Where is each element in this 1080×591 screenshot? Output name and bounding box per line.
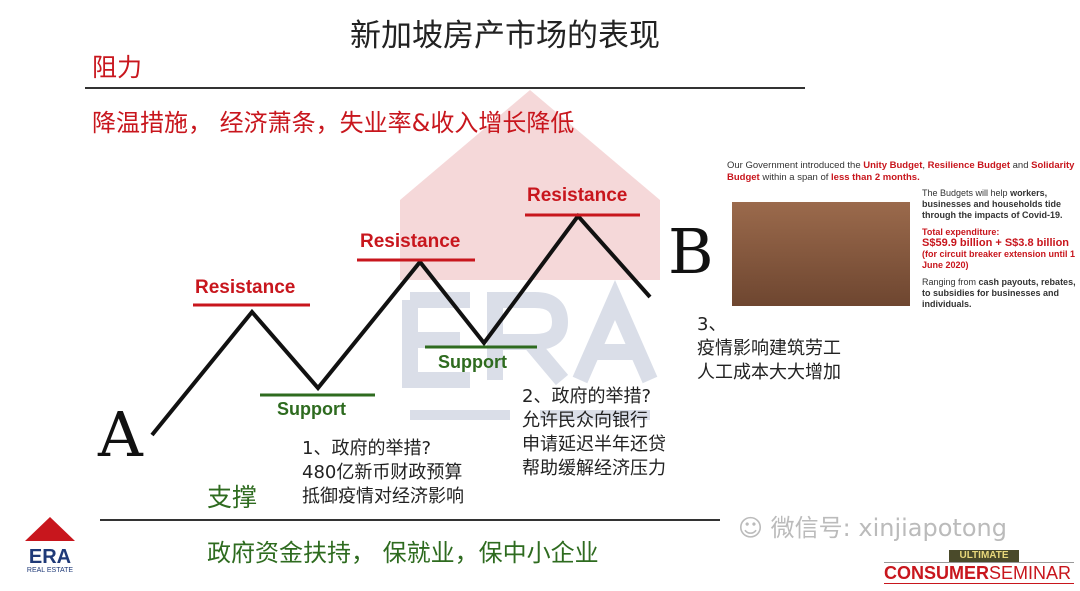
resistance-label-2: Resistance bbox=[360, 231, 461, 252]
inset-span: within a span of bbox=[759, 172, 832, 183]
budget-inset-image: Our Government introduced the Unity Budg… bbox=[727, 160, 1076, 309]
resistance-label-1: Resistance bbox=[195, 277, 296, 298]
divider-bottom bbox=[100, 519, 720, 521]
wechat-id: 微信号: xinjiapotong bbox=[770, 514, 1007, 542]
resistance-factors: 降温措施， 经济萧条，失业率&收入增长降低 bbox=[92, 109, 575, 137]
inset-ranging: Ranging from bbox=[922, 277, 979, 287]
consumer-seminar-logo: ULTIMATE CONSUMERSEMINAR bbox=[884, 550, 1074, 584]
era-logo-sub: REAL ESTATE bbox=[26, 567, 74, 574]
support-label-2: Support bbox=[438, 352, 507, 372]
resistance-label-3: Resistance bbox=[527, 185, 628, 206]
seminar-main: CONSUMER bbox=[884, 563, 990, 583]
inset-solidarity: Solidarity Budget bbox=[727, 160, 1075, 183]
minister-photo bbox=[732, 202, 910, 306]
seminar-top: ULTIMATE bbox=[949, 550, 1019, 562]
era-logo-house-icon bbox=[25, 517, 75, 541]
inset-and: and bbox=[1010, 160, 1032, 171]
inset-total-label: Total expenditure: bbox=[922, 227, 1000, 237]
wechat-watermark: ☺ 微信号: xinjiapotong bbox=[738, 514, 1007, 542]
inset-unity: Unity Budget bbox=[863, 160, 923, 171]
support-label-1: Support bbox=[277, 399, 346, 419]
inset-help-bold: workers, businesses and households tide … bbox=[922, 188, 1063, 220]
slide-title: 新加坡房产市场的表现 bbox=[350, 18, 660, 54]
watermark-sub-mark bbox=[410, 410, 650, 420]
seminar-tail: SEMINAR bbox=[989, 563, 1072, 583]
note-1: 1、政府的举措? 480亿新币财政预算 抵御疫情对经济影响 bbox=[302, 438, 464, 507]
resistance-heading: 阻力 bbox=[92, 53, 143, 82]
start-point-label: A bbox=[98, 398, 143, 471]
support-heading: 支撑 bbox=[207, 483, 258, 512]
inset-total-note: (for circuit breaker extension until 1 J… bbox=[922, 249, 1076, 270]
era-logo-brand: ERA bbox=[28, 546, 72, 568]
inset-intro: Our Government introduced the bbox=[727, 160, 864, 171]
inset-total-value: S$59.9 billion + S$3.8 billion bbox=[922, 237, 1070, 249]
note-3: 3、 疫情影响建筑劳工 人工成本大大增加 bbox=[697, 314, 841, 383]
support-factors: 政府资金扶持， 保就业，保中小企业 bbox=[207, 539, 599, 567]
divider-top bbox=[85, 87, 805, 89]
note-2: 2、政府的举措? 允许民众向银行 申请延迟半年还贷 帮助缓解经济压力 bbox=[522, 386, 666, 479]
era-logo: ERA REAL ESTATE bbox=[20, 515, 80, 574]
wechat-icon: ☺ bbox=[738, 514, 764, 542]
inset-resilience: Resilience Budget bbox=[927, 160, 1010, 171]
inset-ranging-bold: cash payouts, rebates, to subsidies for … bbox=[922, 277, 1076, 309]
end-point-label: B bbox=[668, 215, 714, 288]
inset-months: less than 2 months. bbox=[831, 172, 920, 183]
watermark-brand-letters bbox=[402, 280, 658, 388]
inset-help: The Budgets will help bbox=[922, 188, 1011, 198]
